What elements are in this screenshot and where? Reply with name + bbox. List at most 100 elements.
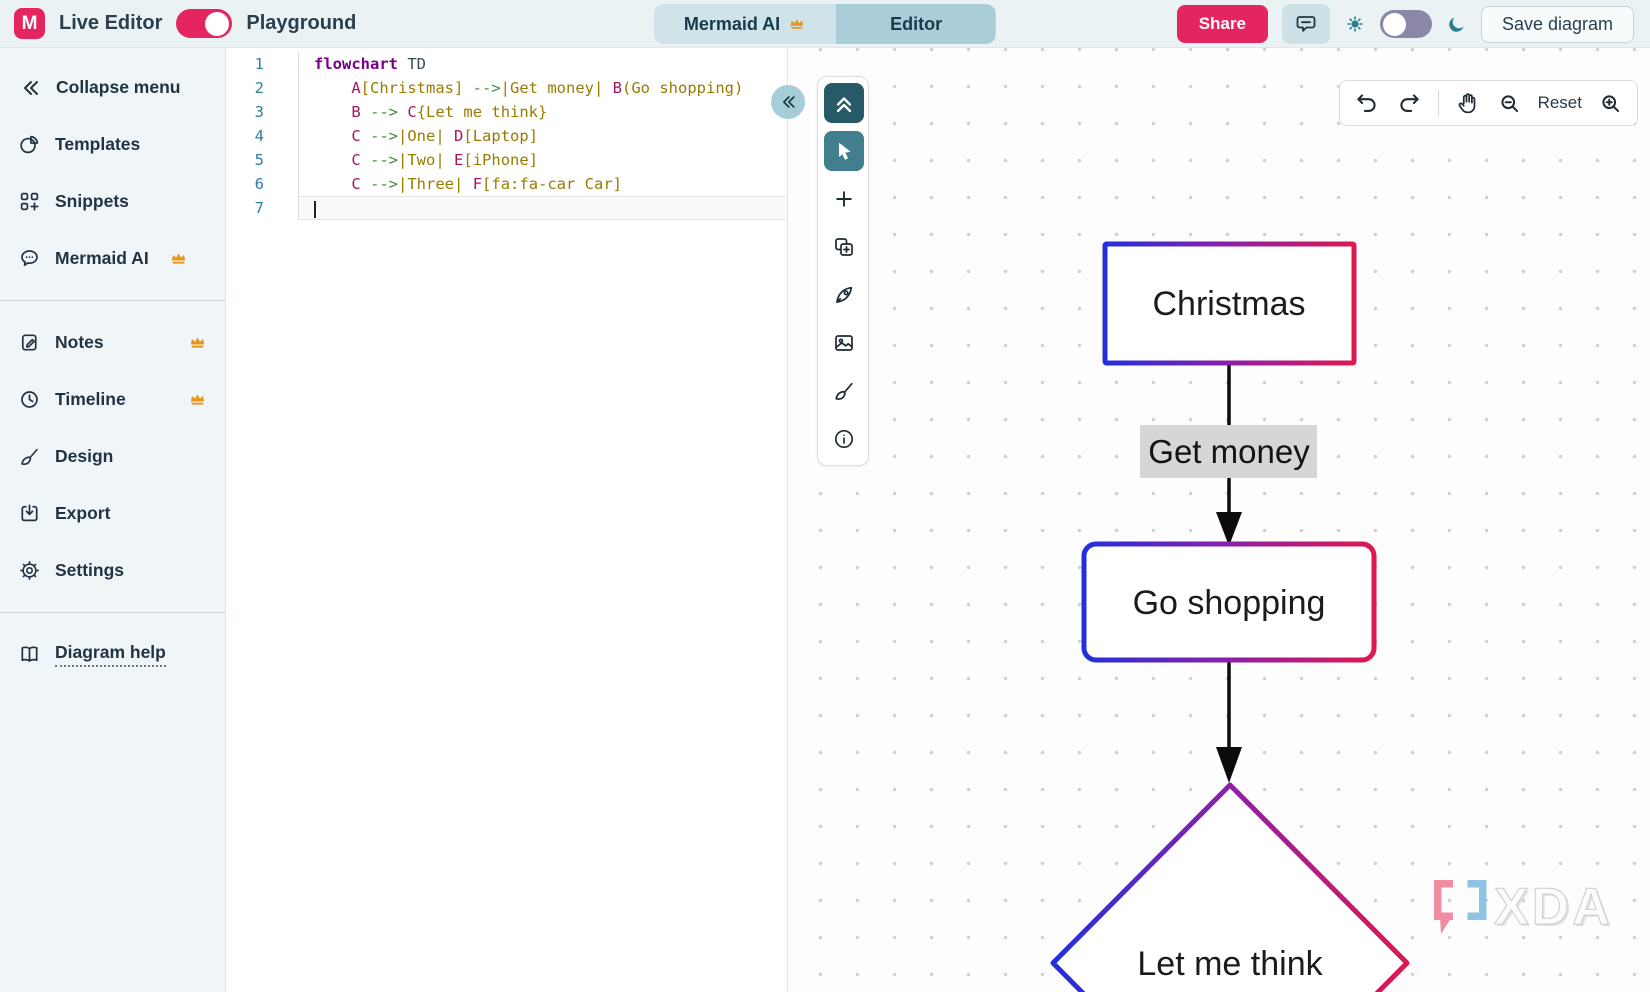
code-token [361,151,370,169]
crown-icon [188,333,207,352]
add-shape-button[interactable] [824,179,864,219]
code-token [361,103,370,121]
code-text[interactable] [298,196,787,220]
code-token [445,127,454,145]
sidebar-item-notes[interactable]: Notes [0,325,225,360]
playground-toggle[interactable] [176,9,233,38]
zoom-out-button[interactable] [1497,91,1522,116]
sidebar-divider [0,300,225,301]
canvas-controls: Reset [1338,80,1638,126]
sidebar-item-snippets[interactable]: Snippets [0,184,225,219]
sidebar-item-label: Settings [55,560,125,580]
collapse-menu-button[interactable]: Collapse menu [0,70,225,105]
save-diagram-button[interactable]: Save diagram [1480,5,1634,43]
edge-B-C [1216,660,1242,783]
code-line[interactable]: 3 B --> C{Let me think} [226,100,787,124]
insert-image-button[interactable] [824,323,864,363]
code-token [314,103,351,121]
diagram-canvas[interactable]: Reset Get money [771,48,1650,992]
code-token: |Get money| [500,79,604,97]
theme-toggle[interactable] [1379,10,1432,38]
mermaid-logo[interactable]: M [14,8,45,39]
select-tool-button[interactable] [824,131,864,171]
redo-button[interactable] [1396,90,1422,116]
tab-label: Mermaid AI [683,13,781,34]
sidebar-item-settings[interactable]: Settings [0,553,225,588]
code-text[interactable]: B --> C{Let me think} [298,100,787,124]
sidebar-item-design[interactable]: Design [0,439,225,474]
tab-editor[interactable]: Editor [836,4,997,44]
quick-start-button[interactable] [824,275,864,315]
code-token [398,103,407,121]
sidebar-item-label: Timeline [55,389,126,409]
watermark-shadow: XDA [1496,880,1615,938]
code-token: [fa:fa-car Car] [482,175,623,193]
edge-label-bg [1140,425,1317,478]
info-button[interactable] [824,419,864,459]
code-token [314,127,351,145]
collapse-toolbar-button[interactable] [824,83,864,123]
code-line[interactable]: 7 [226,196,787,220]
sidebar-item-export[interactable]: Export [0,496,225,531]
code-text[interactable]: C -->|Three| F[fa:fa-car Car] [298,172,787,196]
code-text[interactable]: flowchart TD [298,52,787,76]
code-token: A [351,79,361,97]
node-let-me-think: Let me think [1050,782,1410,992]
chat-bubble-icon [18,247,41,270]
sidebar-item-timeline[interactable]: Timeline [0,382,225,417]
code-text[interactable]: C -->|Two| E[iPhone] [298,148,787,172]
sidebar-item-templates[interactable]: Templates [0,127,225,162]
line-number: 6 [254,175,264,193]
snippets-icon [18,190,41,213]
undo-button[interactable] [1354,90,1380,116]
code-text[interactable]: A[Christmas] -->|Get money| B(Go shoppin… [298,76,787,100]
code-line[interactable]: 4 C -->|One| D[Laptop] [226,124,787,148]
comment-icon [1294,12,1318,36]
cursor-icon [833,140,855,162]
hand-icon [1455,90,1481,116]
code-line[interactable]: 5 C -->|Two| E[iPhone] [226,148,787,172]
controls-divider [1437,90,1439,116]
code-token [463,175,472,193]
pan-tool-button[interactable] [1455,90,1481,116]
comment-button[interactable] [1281,4,1330,44]
zoom-out-icon [1497,91,1522,116]
moon-icon [1446,14,1467,35]
code-text[interactable]: C -->|One| D[Laptop] [298,124,787,148]
chevrons-left-icon [18,76,42,100]
timeline-icon [18,388,41,411]
export-icon [18,502,41,525]
tab-mermaid-ai[interactable]: Mermaid AI [653,4,837,44]
share-button[interactable]: Share [1176,5,1268,43]
xda-watermark: XDA XDA [1434,878,1615,938]
sidebar-item-diagram-help[interactable]: Diagram help [0,637,225,672]
duplicate-button[interactable] [824,227,864,267]
toggle-knob [1382,12,1406,36]
sidebar-item-mermaid-ai[interactable]: Mermaid AI [0,241,225,276]
xda-logo-brackets [1434,880,1487,934]
style-brush-button[interactable] [824,371,864,411]
reset-view-button[interactable]: Reset [1537,93,1582,112]
code-token: [Laptop] [463,127,539,145]
code-line[interactable]: 6 C -->|Three| F[fa:fa-car Car] [226,172,787,196]
code-line[interactable]: 2 A[Christmas] -->|Get money| B(Go shopp… [226,76,787,100]
code-token: --> [370,175,399,193]
code-token: C [351,151,361,169]
flowchart-diagram: Get money Christmas Go shopping Let me t… [1050,241,1615,992]
sun-icon [1344,13,1366,35]
code-token: E [454,151,464,169]
gear-icon [18,559,41,582]
nav-tab-group: Mermaid AI Editor [653,4,997,44]
code-token: |One| [398,127,445,145]
zoom-in-button[interactable] [1598,91,1623,116]
redo-icon [1396,90,1422,116]
code-token: D [454,127,464,145]
sidebar-item-label: Snippets [55,191,129,211]
sidebar-item-label: Mermaid AI [55,248,149,268]
collapse-editor-button[interactable] [771,85,805,119]
copy-add-icon [832,235,856,259]
